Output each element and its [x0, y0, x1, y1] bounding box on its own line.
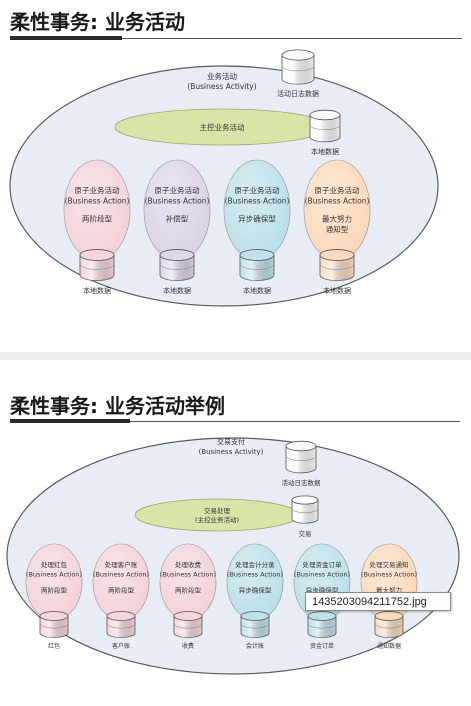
slide-title: 柔性事务: 业务活动 — [10, 10, 185, 34]
business-action-type: 两阶段型 — [82, 213, 112, 223]
local-database-label: 收费 — [182, 642, 194, 650]
local-database-label: 本地数据 — [163, 286, 191, 295]
local-database-label: 资金订单 — [310, 642, 334, 650]
business-activity-title: 交易支付 — [217, 437, 245, 446]
local-database-label: 红包 — [48, 642, 60, 650]
activity-log-database-icon — [281, 49, 315, 85]
business-action-subtitle: (Business Action) — [93, 571, 149, 579]
business-action-subtitle: (Business Action) — [160, 571, 216, 579]
business-action-type: 最大努力 — [322, 213, 352, 223]
activity-log-database-icon — [285, 440, 317, 474]
local-database-icon — [159, 249, 195, 281]
business-action-name: 处理红包 — [41, 560, 68, 569]
activity-log-label: 活动日志数据 — [277, 89, 319, 98]
business-action-name: 处理客户账 — [105, 560, 138, 569]
business-action-name: 原子业务活动 — [75, 185, 120, 195]
business-activity-subtitle: (Business Activity) — [199, 448, 264, 456]
transaction-database-label: 交易 — [299, 529, 312, 538]
main-local-database-icon — [309, 109, 341, 143]
slide-business-activity: 柔性事务: 业务活动 业务活动 (Business Activity) 活动日志… — [0, 0, 471, 352]
business-action-name: 原子业务活动 — [235, 185, 280, 195]
business-action-type-line2: 通知型 — [326, 224, 349, 234]
activity-log-label: 活动日志数据 — [282, 478, 322, 487]
diagram-business-activity-example: 交易支付 (Business Activity) 活动日志数据 交易处理 (主控… — [6, 437, 460, 675]
business-action-name: 处理会计分录 — [236, 560, 276, 569]
main-control-activity-sublabel: (主控业务活动) — [195, 515, 239, 524]
business-action-type: 异步确保型 — [238, 213, 276, 223]
business-action-type: 最大努力 — [376, 586, 402, 595]
business-action-subtitle: (Business Action) — [65, 197, 130, 206]
slide-title: 柔性事务: 业务活动举例 — [10, 394, 225, 418]
business-action-subtitle: (Business Action) — [361, 571, 417, 579]
local-database-icon — [307, 611, 337, 638]
business-action-name: 原子业务活动 — [315, 185, 360, 195]
local-database-icon — [173, 611, 203, 638]
local-database-label: 本地数据 — [323, 286, 351, 295]
main-control-activity-ellipse — [134, 498, 300, 532]
local-database-icon — [79, 249, 115, 281]
business-action-name: 处理资金订单 — [303, 560, 343, 569]
business-action-type: 两阶段型 — [108, 586, 135, 595]
business-action-type: 补偿型 — [166, 213, 189, 223]
business-activity-subtitle: (Business Activity) — [187, 82, 256, 91]
local-database-icon — [239, 249, 275, 281]
title-underline — [10, 419, 130, 423]
title-rule — [122, 38, 462, 39]
title-rule — [130, 421, 460, 422]
business-action-subtitle: (Business Action) — [227, 571, 283, 579]
business-action-subtitle: (Business Action) — [145, 197, 210, 206]
local-database-label: 会计账 — [246, 642, 264, 650]
business-action-subtitle: (Business Action) — [305, 197, 370, 206]
business-action-type: 异步确保型 — [239, 586, 272, 595]
local-database-icon — [374, 611, 404, 638]
local-database-icon — [240, 611, 270, 638]
main-local-database-label: 本地数据 — [311, 147, 339, 156]
transaction-database-icon — [291, 495, 319, 524]
local-database-icon — [106, 611, 136, 638]
local-database-label: 本地数据 — [83, 286, 111, 295]
section-separator — [0, 352, 471, 360]
business-action-type: 两阶段型 — [41, 586, 68, 595]
business-action-name: 处理交易通知 — [370, 560, 409, 569]
business-action-subtitle: (Business Action) — [26, 571, 82, 579]
business-action-type: 两阶段型 — [175, 586, 202, 595]
main-control-activity-label: 交易处理 — [204, 506, 231, 515]
local-database-label: 客户账 — [112, 642, 130, 650]
main-control-activity-label: 主控业务活动 — [200, 122, 245, 132]
local-database-icon — [39, 611, 69, 638]
business-action-name: 原子业务活动 — [155, 185, 200, 195]
local-database-label: 本地数据 — [243, 286, 271, 295]
business-action-type: 异步确保型 — [306, 586, 339, 595]
local-database-label: 通知数据 — [377, 642, 401, 650]
business-action-subtitle: (Business Action) — [225, 197, 290, 206]
local-database-icon — [319, 249, 355, 281]
slide-business-activity-example: 柔性事务: 业务活动举例 交易支付 (Business Activity) 活动… — [0, 360, 471, 706]
business-activity-title: 业务活动 — [207, 71, 237, 81]
diagram-business-activity: 业务活动 (Business Activity) 活动日志数据 主控业务活动 本… — [9, 49, 439, 307]
image-filename-tooltip: 1435203094211752.jpg — [305, 592, 451, 611]
business-action-name: 处理收费 — [175, 560, 202, 569]
business-action-subtitle: (Business Action) — [294, 571, 350, 579]
title-underline — [10, 36, 122, 40]
